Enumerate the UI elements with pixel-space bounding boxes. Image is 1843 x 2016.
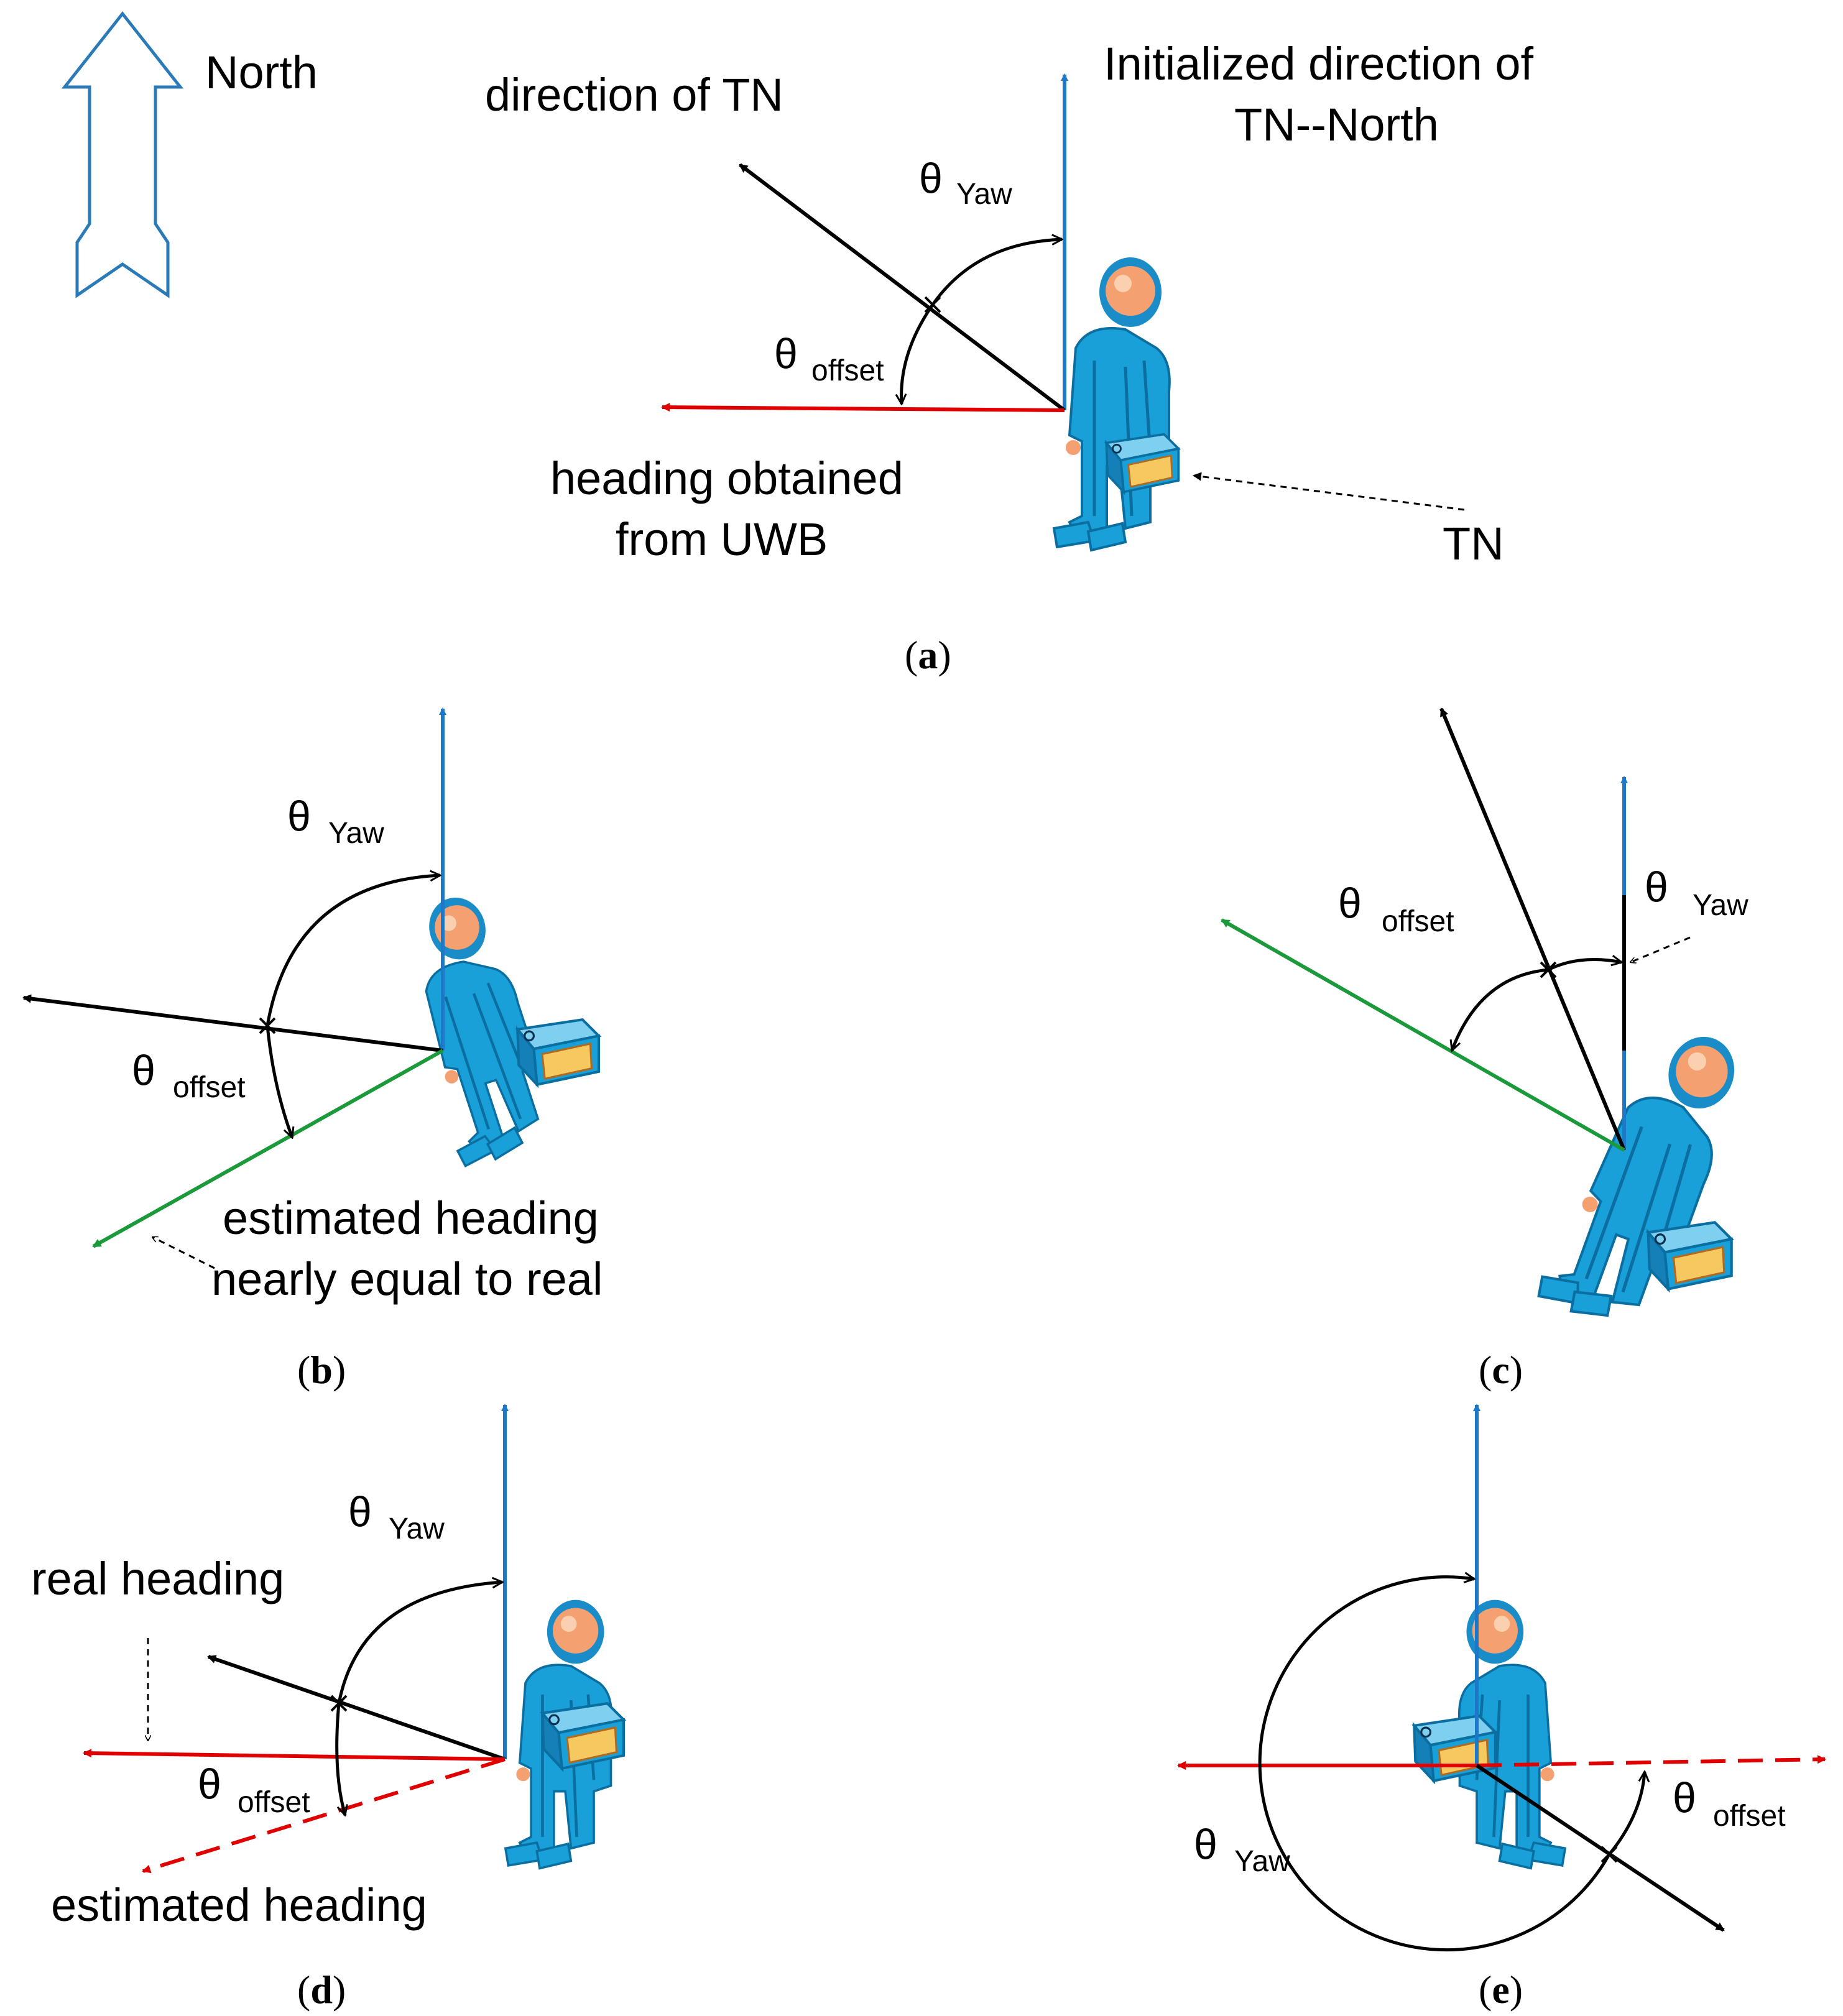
theta-yaw-subscript: Yaw <box>956 178 1012 211</box>
estimated-heading-label-line1: estimated heading <box>223 1192 599 1244</box>
north-label: North <box>205 47 318 98</box>
north-arrow-icon <box>61 11 184 298</box>
theta-offset-subscript: offset <box>238 1786 310 1819</box>
estimated-heading-arrow <box>142 1757 506 1874</box>
panel-a-caption: (a) <box>905 633 951 677</box>
panel-a: direction of TN Initialized direction of… <box>485 38 1533 677</box>
tn-direction-arrow <box>1439 707 1626 1151</box>
panel-e: θ offset θ Yaw (e) <box>1177 1404 1826 2012</box>
tn-direction-arrow <box>22 994 443 1052</box>
estimated-heading-label-line2: nearly equal to real <box>211 1253 603 1305</box>
tn-direction-arrow <box>207 1655 506 1761</box>
theta-offset-symbol: θ <box>774 330 798 377</box>
tn-device-icon <box>542 1703 624 1769</box>
theta-yaw-arc <box>1547 960 1622 972</box>
yaw-pointer-line <box>1630 936 1691 962</box>
arc-origin-cross <box>924 296 941 313</box>
tn-device-icon <box>1648 1222 1732 1289</box>
theta-yaw-arc <box>931 239 1062 306</box>
theta-offset-subscript: offset <box>173 1071 246 1104</box>
theta-offset-arc <box>1452 968 1549 1051</box>
theta-yaw-arc <box>1258 1577 1611 1952</box>
tn-direction-arrow <box>1476 1764 1725 1932</box>
theta-yaw-symbol: θ <box>1645 863 1668 911</box>
theta-yaw-subscript: Yaw <box>1693 889 1748 922</box>
tn-device-icon <box>1105 433 1180 494</box>
theta-offset-symbol: θ <box>132 1047 155 1094</box>
theta-offset-subscript: offset <box>1713 1800 1786 1833</box>
uwb-heading-label-line2: from UWB <box>616 513 828 565</box>
estimated-pointer-line <box>152 1236 215 1269</box>
theta-offset-subscript: offset <box>1382 905 1454 938</box>
theta-yaw-symbol: θ <box>919 155 943 202</box>
theta-yaw-arc <box>337 1582 502 1704</box>
uwb-heading-label-line1: heading obtained <box>550 453 903 504</box>
arc-origin-cross <box>330 1695 348 1712</box>
estimated-heading-arrow <box>1476 1755 1826 1767</box>
theta-offset-arc <box>266 1025 292 1138</box>
theta-yaw-symbol: θ <box>1194 1821 1217 1868</box>
theta-yaw-subscript: Yaw <box>389 1512 445 1545</box>
person-icon <box>1535 1011 1752 1339</box>
theta-offset-arc <box>1608 1772 1645 1856</box>
direction-of-tn-label: direction of TN <box>485 69 783 121</box>
panel-c-caption: (c) <box>1479 1348 1523 1392</box>
north-indicator: North <box>61 11 318 298</box>
theta-offset-subscript: offset <box>811 354 884 387</box>
theta-offset-arc <box>335 1703 345 1815</box>
panel-d: θ Yaw real heading θ offset estimated he… <box>31 1404 624 2012</box>
theta-offset-symbol: θ <box>1673 1774 1696 1821</box>
theta-offset-symbol: θ <box>1338 880 1362 927</box>
initialized-direction-label-line1: Initialized direction of <box>1104 38 1533 90</box>
theta-offset-arc <box>902 303 935 404</box>
tn-label: TN <box>1443 518 1504 569</box>
panel-b: θ Yaw θ offset estimated heading nearly … <box>22 707 603 1392</box>
tn-pointer-line <box>1193 472 1465 511</box>
panel-e-caption: (e) <box>1479 1968 1523 2012</box>
initialized-direction-label-line2: TN--North <box>1234 99 1439 150</box>
theta-yaw-symbol: θ <box>348 1488 372 1535</box>
theta-yaw-subscript: Yaw <box>328 817 384 850</box>
uwb-heading-arrow <box>661 403 1065 412</box>
real-heading-label: real heading <box>31 1553 284 1604</box>
theta-yaw-subscript: Yaw <box>1234 1845 1290 1878</box>
estimated-heading-arrow <box>92 1049 444 1248</box>
panel-d-caption: (d) <box>297 1968 346 2012</box>
theta-offset-symbol: θ <box>198 1761 221 1808</box>
tn-device-icon <box>517 1020 599 1085</box>
arc-origin-cross <box>259 1017 276 1034</box>
person-icon <box>1054 257 1170 550</box>
panel-b-caption: (b) <box>297 1348 346 1392</box>
arc-origin-cross <box>1600 1846 1618 1863</box>
estimated-heading-arrow <box>1221 918 1625 1152</box>
estimated-heading-label: estimated heading <box>51 1879 427 1931</box>
real-heading-arrow <box>83 1749 506 1761</box>
panel-c: θ offset θ Yaw (c) <box>1221 707 1752 1392</box>
arc-origin-cross <box>1540 961 1557 978</box>
tn-direction-arrow <box>739 163 1066 412</box>
theta-yaw-symbol: θ <box>287 793 311 840</box>
theta-yaw-arc <box>266 875 440 1026</box>
